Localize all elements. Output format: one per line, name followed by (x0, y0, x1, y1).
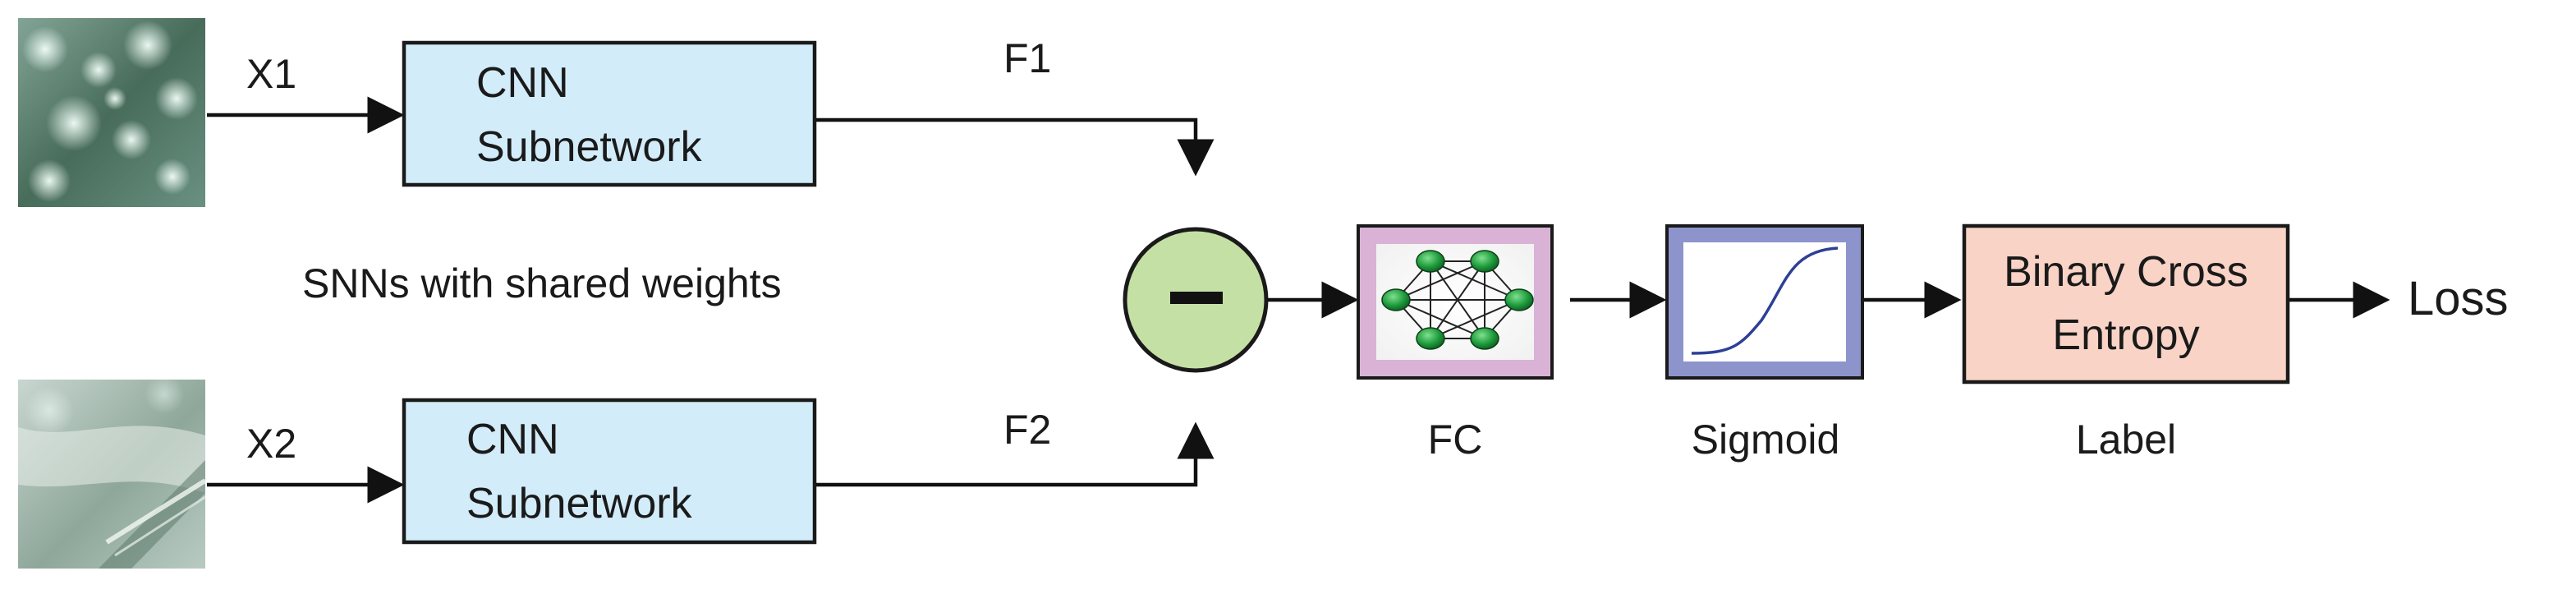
shared-weights-note: SNNs with shared weights (302, 260, 782, 306)
sigmoid-curve-icon (1691, 246, 1839, 355)
connector-f1 (816, 117, 1215, 177)
input-image-bottom (18, 375, 207, 569)
feature-label-f1: F1 (1003, 35, 1051, 81)
difference-node (1123, 227, 1269, 373)
connector-f2 (816, 421, 1215, 487)
feature-label-f2: F2 (1003, 407, 1051, 453)
input-image-top (18, 18, 205, 207)
fc-block (1357, 224, 1554, 380)
fc-nodes (1381, 250, 1534, 350)
bce-line2: Entropy (2052, 311, 2199, 359)
binary-cross-entropy-block: Binary Cross Entropy (1962, 223, 2290, 384)
fc-label: FC (1428, 417, 1483, 463)
label-text: Label (2076, 417, 2176, 463)
minus-icon (1170, 292, 1223, 304)
cnn-top-line1: CNN (476, 59, 569, 107)
cnn-bottom-line1: CNN (466, 416, 559, 463)
cnn-top-line2: Subnetwork (476, 123, 703, 171)
cnn-bottom-line2: Subnetwork (466, 480, 693, 527)
cnn-subnetwork-top: CNN Subnetwork (402, 40, 817, 187)
sigmoid-label: Sigmoid (1692, 417, 1840, 463)
input-label-x1: X1 (246, 51, 296, 97)
sigmoid-block (1665, 224, 1864, 380)
loss-output-label: Loss (2408, 272, 2509, 325)
input-label-x2: X2 (246, 421, 296, 467)
cnn-subnetwork-bottom: CNN Subnetwork (402, 398, 817, 545)
bce-line1: Binary Cross (2004, 248, 2248, 296)
